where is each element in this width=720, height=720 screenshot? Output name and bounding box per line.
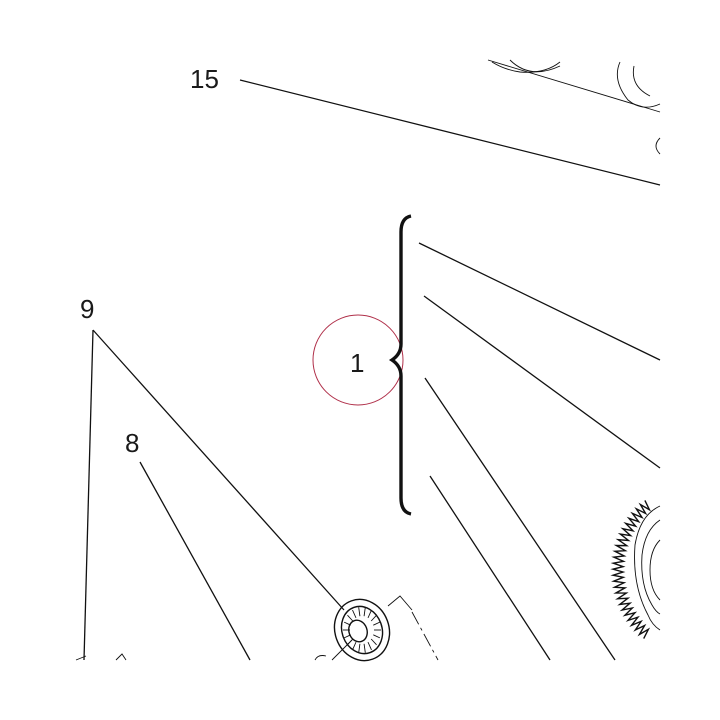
callout-9: 9	[75, 294, 345, 661]
callout-1: 1	[312, 214, 661, 661]
washer-tick	[358, 607, 361, 617]
washer-tick	[343, 634, 351, 639]
gear-teeth	[610, 500, 652, 639]
leader-line-8	[139, 461, 251, 661]
washer-part	[314, 598, 391, 662]
callout-15: 15	[190, 64, 661, 186]
leader-line-1a	[418, 242, 661, 361]
washer-tick	[370, 638, 377, 646]
callout-label-15: 15	[190, 64, 219, 94]
washer-tick	[367, 609, 372, 619]
callout-label-9: 9	[80, 294, 94, 324]
part-top-right	[487, 59, 661, 155]
washer-tick	[373, 621, 381, 626]
highlight-circle	[312, 314, 404, 406]
centerline	[387, 595, 439, 661]
washer-tick	[373, 634, 381, 639]
washer-tick	[367, 641, 372, 651]
washer-tick	[352, 641, 357, 651]
washer-tick	[363, 607, 366, 617]
leader-line-1d	[429, 475, 551, 661]
leader-line-1b	[423, 295, 661, 469]
washer-tick	[363, 643, 366, 653]
washer-tick	[358, 643, 361, 653]
washer-tick	[343, 621, 351, 626]
grouping-brace	[388, 214, 412, 516]
washer-tick	[370, 614, 377, 622]
washer-tick	[352, 609, 357, 619]
leader-line-9b	[92, 329, 345, 611]
callout-8: 8	[125, 428, 251, 661]
leader-line-9a	[83, 329, 94, 661]
callout-label-8: 8	[125, 428, 139, 458]
washer-tick	[347, 614, 354, 622]
leader-line-15	[239, 79, 661, 186]
leader-line-1c	[424, 377, 616, 661]
gear-sprocket	[610, 500, 661, 639]
callout-label-1: 1	[350, 348, 364, 378]
